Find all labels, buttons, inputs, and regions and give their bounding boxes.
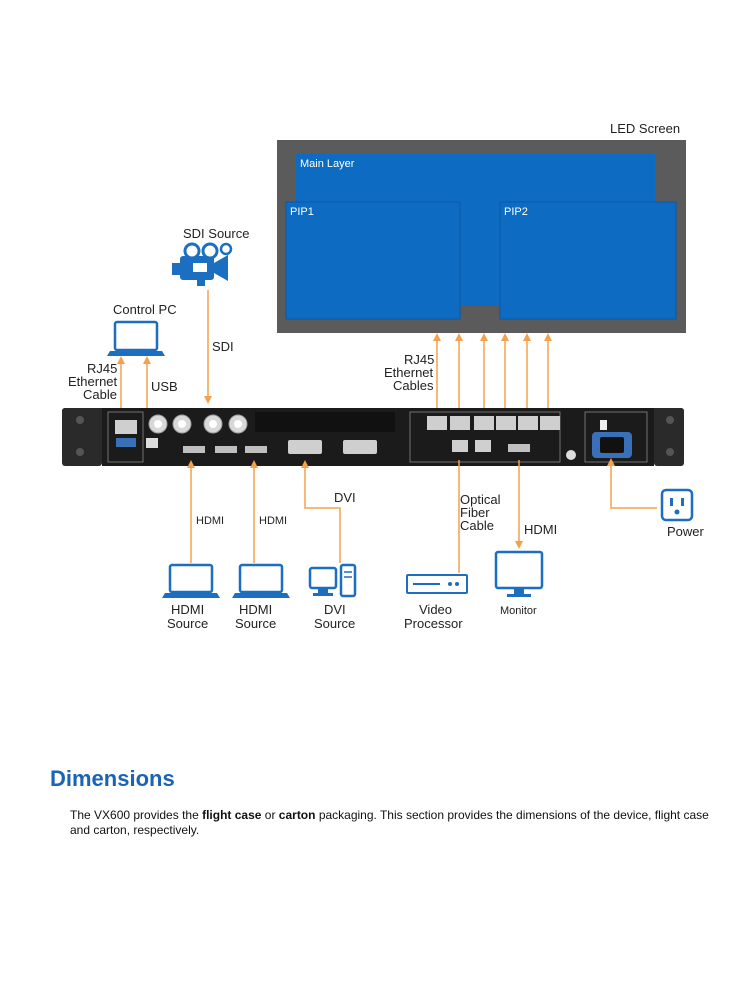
- hdmi-source-1-line1: HDMI: [171, 602, 204, 617]
- vx600-device: [62, 408, 684, 466]
- sdi-cable-label: SDI: [212, 339, 234, 354]
- rj45-right-line1: RJ45: [404, 352, 434, 367]
- control-pc-laptop-icon: Control PC: [107, 302, 177, 356]
- hdmi-source-2-line1: HDMI: [239, 602, 272, 617]
- hdmi-source-1-line2: Source: [167, 616, 208, 631]
- video-processor-line2: Processor: [404, 616, 463, 631]
- hdmi-cable-2-label: HDMI: [259, 515, 287, 527]
- rj45-left-line1: RJ45: [87, 361, 117, 376]
- dimensions-text-part3: packaging. This section provides the dim…: [70, 808, 709, 837]
- sdi-source-camera-icon: SDI Source: [172, 226, 249, 286]
- rj45-right-line3: Cables: [393, 378, 434, 393]
- pip1-label: PIP1: [290, 206, 314, 218]
- optical-line1: Optical: [460, 492, 501, 507]
- monitor-label: Monitor: [500, 605, 537, 617]
- hdmi-source-1-laptop-icon: [162, 563, 220, 598]
- carton-bold: carton: [278, 808, 316, 822]
- rj45-left-line3: Cable: [83, 387, 117, 402]
- dimensions-heading: Dimensions: [50, 766, 175, 791]
- dvi-source-line2: Source: [314, 616, 355, 631]
- rj45-left-line2: Ethernet: [68, 374, 118, 389]
- main-layer-label: Main Layer: [300, 158, 355, 170]
- dvi-source-line1: DVI: [324, 602, 346, 617]
- power-outlet-icon: [660, 488, 694, 522]
- monitor-icon: [494, 550, 544, 597]
- flight-case-bold: flight case: [202, 808, 262, 822]
- hdmi-out-cable-label: HDMI: [524, 522, 557, 537]
- pip2-label: PIP2: [504, 206, 528, 218]
- power-label: Power: [667, 524, 705, 539]
- control-pc-label: Control PC: [113, 302, 177, 317]
- dimensions-description: The VX600 provides the flight case or ca…: [70, 808, 710, 838]
- hdmi-source-2-laptop-icon: [232, 563, 290, 598]
- dvi-source-desktop-icon: [308, 563, 357, 598]
- led-screen: LED Screen Main Layer PIP1 PIP2: [277, 121, 686, 333]
- rj45-output-cables: RJ45 Ethernet Cables: [384, 333, 552, 412]
- rj45-right-line2: Ethernet: [384, 365, 434, 380]
- led-screen-title: LED Screen: [610, 121, 680, 136]
- hdmi-source-2-line2: Source: [235, 616, 276, 631]
- hdmi-cable-1-label: HDMI: [196, 515, 224, 527]
- optical-line2: Fiber: [460, 505, 490, 520]
- dimensions-text-part1: The VX600 provides the: [70, 808, 203, 822]
- sdi-source-label: SDI Source: [183, 226, 249, 241]
- connection-diagram: LED Screen Main Layer PIP1 PIP2 RJ45 Eth…: [62, 121, 705, 631]
- dvi-cable-label: DVI: [334, 490, 356, 505]
- dimensions-text-part2: or: [261, 808, 279, 822]
- usb-label: USB: [151, 379, 178, 394]
- video-processor-line1: Video: [419, 602, 452, 617]
- video-processor-icon: [406, 574, 468, 594]
- optical-line3: Cable: [460, 518, 494, 533]
